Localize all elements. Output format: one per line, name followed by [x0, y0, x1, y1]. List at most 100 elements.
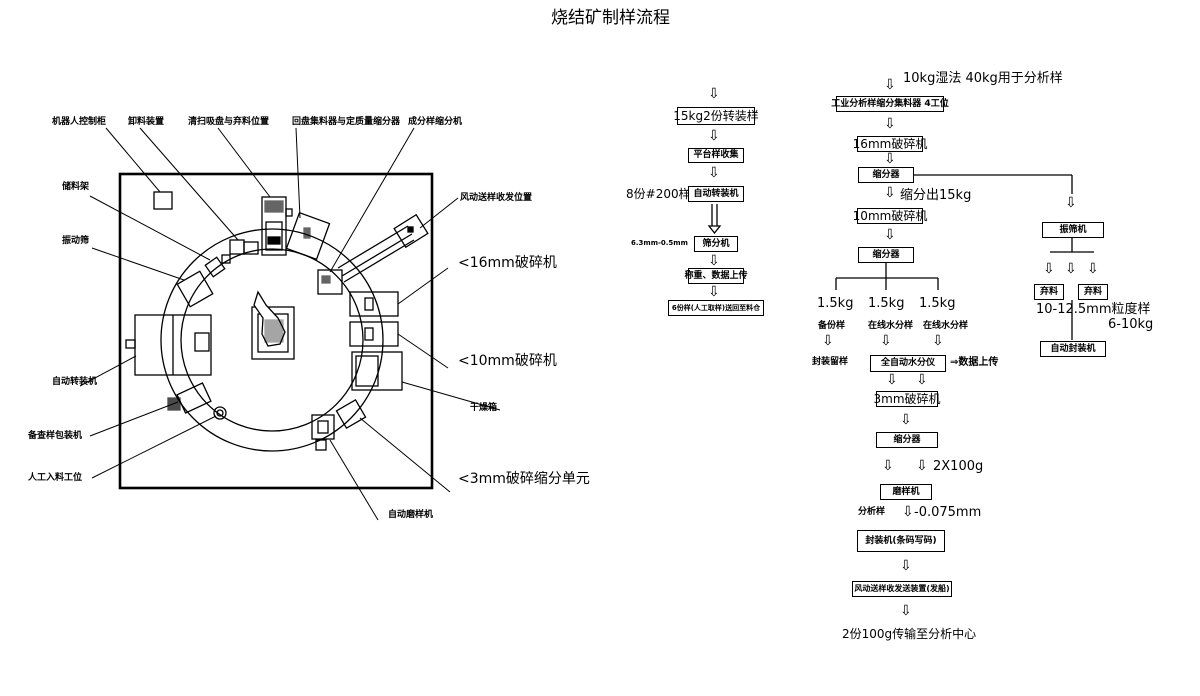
- crusher-3: [335, 398, 367, 430]
- arrow-down-icon: ⇩: [884, 227, 896, 243]
- label-cleaning: 清扫吸盘与弃料位置: [188, 117, 270, 127]
- arrow-down-icon: ⇩: [884, 116, 896, 132]
- flow-branch-node-2b: 弃料: [1078, 284, 1108, 300]
- flow-branch-weight: 10-12.5mm粒度样: [1036, 302, 1151, 317]
- flow-right-node-7: 3mm破碎机: [873, 391, 941, 407]
- arrow-down-icon: ⇩: [900, 603, 912, 619]
- label-backup-bagger: 备查样包装机: [28, 431, 83, 441]
- label-dryer: 干燥箱: [470, 403, 498, 413]
- auto-grinder: [311, 414, 335, 440]
- flow-left-node-5: 称重、数据上传: [685, 268, 748, 284]
- arrow-down-icon: ⇩: [932, 333, 944, 349]
- arrow-down-icon: ⇩: [708, 165, 720, 181]
- robot-console: [153, 191, 173, 210]
- secondary-divider: [317, 269, 343, 295]
- layout-drawing: [79, 127, 501, 521]
- flow-left-node-4: 筛分机: [694, 236, 738, 252]
- arrow-down-icon: ⇩: [822, 333, 834, 349]
- flow-left-node-1: 15kg2份转装样: [673, 107, 759, 125]
- long-arrow-icon: [707, 204, 722, 234]
- flow-right-label-2: 在线水分样: [868, 321, 914, 331]
- flow-left-node-6: 6份样(人工取样)送回至料仓: [668, 300, 764, 316]
- backup-bagger: [176, 382, 212, 414]
- flow-branch-node-2a: 弃料: [1034, 284, 1064, 300]
- flow-branch-node-1: 振筛机: [1042, 222, 1104, 238]
- label-crusher16: <16mm破碎机: [458, 255, 557, 271]
- manual-station: [213, 406, 227, 420]
- flow-right-top: 10kg湿法 40kg用于分析样: [903, 71, 1063, 86]
- arrow-down-icon: ⇩: [708, 86, 720, 102]
- dryer: [351, 351, 403, 391]
- flow-left-node-3: 自动转装机: [688, 186, 744, 202]
- flow-left-side-3: 8份#200样: [626, 187, 691, 201]
- ring-inner: [180, 248, 364, 432]
- label-crusher3: <3mm破碎缩分单元: [458, 471, 590, 487]
- leader-lines: [79, 127, 501, 521]
- arrow-down-icon: ⇩: [886, 372, 898, 388]
- flow-right-bottom: 2份100g传输至分析中心: [842, 627, 977, 641]
- arrow-down-icon: ⇩: [880, 333, 892, 349]
- flow-right-node-5: 缩分器: [858, 247, 914, 263]
- flow-right-node-8: 缩分器: [876, 432, 938, 448]
- flow-right-note-3: 缩分出15kg: [900, 188, 972, 203]
- label-crusher10: <10mm破碎机: [458, 353, 557, 369]
- flow-right-label-3: 在线水分样: [923, 321, 969, 331]
- flow-right-node-3: 缩分器: [858, 167, 914, 183]
- vibrating-screen: [176, 270, 214, 308]
- room-outline: [118, 172, 434, 490]
- flow-right-weight-1: 1.5kg: [817, 296, 854, 311]
- flow-right-node-2: 16mm破碎机: [852, 136, 928, 152]
- label-unpacking: 卸料装置: [128, 117, 165, 127]
- rack-unit: [204, 256, 226, 278]
- arrow-down-icon: ⇩: [708, 284, 720, 300]
- arrow-down-icon: ⇩: [900, 558, 912, 574]
- label-rotating: 回盘集料器与定质量缩分器: [292, 117, 401, 127]
- flow-left-node-2: 平台样收集: [688, 148, 744, 163]
- arrow-down-icon: ⇩: [1087, 261, 1099, 277]
- arrow-down-icon: ⇩: [902, 504, 914, 520]
- robot-arm: [253, 290, 286, 347]
- flow-right-weight-5: -0.075mm: [914, 505, 982, 520]
- robot-base: [251, 306, 295, 360]
- arrow-down-icon: ⇩: [884, 151, 896, 167]
- label-auto-grinder: 自动磨样机: [388, 510, 434, 520]
- label-manual: 人工入料工位: [28, 473, 83, 483]
- arrow-down-icon: ⇩: [1065, 261, 1077, 277]
- rotating-collector: [285, 211, 331, 261]
- flow-right-sub: 分析样: [858, 507, 886, 517]
- flow-right-node-6: 全自动水分仪: [870, 355, 946, 372]
- arrow-down-icon: ⇩: [1043, 261, 1055, 277]
- flow-right-node-1: 工业分析样缩分集料器 4工位: [831, 96, 949, 112]
- pneumatic-station: [393, 213, 429, 249]
- arrow-down-icon: ⇩: [900, 412, 912, 428]
- label-rack: 储料架: [62, 182, 90, 192]
- flow-right-seal: 封装留样: [812, 357, 849, 367]
- label-auto-loader: 自动转装机: [52, 377, 98, 387]
- arrow-down-icon: ⇩: [708, 128, 720, 144]
- flow-right-weight-2: 1.5kg: [868, 296, 905, 311]
- arrow-down-icon: ⇩: [884, 185, 896, 201]
- arrow-down-icon: ⇩: [882, 458, 894, 474]
- arrow-down-icon: ⇩: [884, 77, 896, 93]
- flow-right-weight-3: 1.5kg: [919, 296, 956, 311]
- flow-right-weight-4: 2X100g: [933, 459, 984, 474]
- flow-right-node-4: 10mm破碎机: [852, 208, 928, 224]
- cleaning-unit: [261, 196, 287, 256]
- arrow-down-icon: ⇩: [1065, 195, 1077, 211]
- flow-right-label-1: 备份样: [818, 321, 846, 331]
- label-robot-console: 机器人控制柜: [52, 117, 107, 127]
- flow-right-upload: ⇒数据上传: [950, 357, 999, 368]
- ring-outer: [160, 228, 384, 452]
- flow-right-node-11: 风动送样收发送装置(发船): [852, 581, 952, 597]
- arrow-down-icon: ⇩: [708, 253, 720, 269]
- flow-branch-node-4: 自动封装机: [1040, 341, 1106, 357]
- arrow-down-icon: ⇩: [916, 372, 928, 388]
- flow-left-side-4: 6.3mm-0.5mm: [631, 239, 688, 247]
- label-secondary-divider: 成分样缩分机: [408, 117, 463, 127]
- flow-right-node-9: 磨样机: [880, 484, 932, 500]
- label-vibrating-screen: 振动筛: [62, 236, 90, 246]
- page-title: 烧结矿制样流程: [551, 8, 670, 28]
- arrow-down-icon: ⇩: [916, 458, 928, 474]
